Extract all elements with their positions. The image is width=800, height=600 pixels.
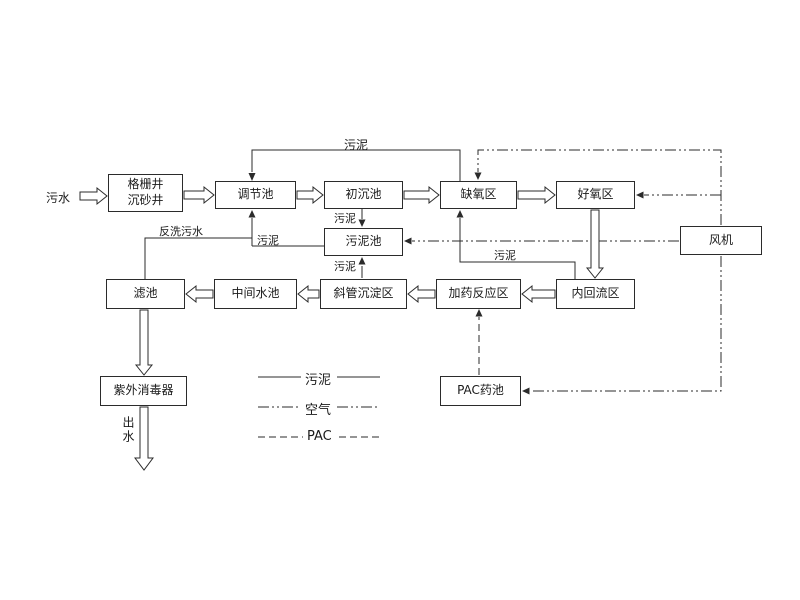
arrow-filter-to-uv bbox=[134, 309, 154, 376]
line-sludge-anoxic-to-regulating bbox=[251, 149, 461, 181]
box-pac-tank: PAC药池 bbox=[440, 376, 521, 406]
legend-label-sludge: 污泥 bbox=[305, 373, 332, 388]
label-sludge-top: 污泥 bbox=[344, 138, 369, 152]
hollow-flow-arrows bbox=[79, 185, 605, 471]
box-aerobic-zone: 好氧区 bbox=[556, 181, 635, 209]
label-influent: 污水 bbox=[46, 191, 71, 205]
arrow-gridwell-to-regulating bbox=[183, 185, 215, 205]
box-dosing-reaction: 加药反应区 bbox=[436, 279, 521, 309]
arrowhead-into-sludgetank-bottom bbox=[358, 257, 366, 265]
arrowhead-into-sludgetank-top bbox=[358, 219, 366, 227]
arrowhead-air-into-aerobic bbox=[636, 191, 644, 199]
box-anoxic-zone: 缺氧区 bbox=[440, 181, 517, 209]
box-inclined-tube-sedimentation: 斜管沉淀区 bbox=[320, 279, 407, 309]
arrowheads bbox=[248, 172, 644, 395]
arrow-internalrecycle-to-dosing bbox=[521, 284, 556, 304]
label-sludge-supernatant: 污泥 bbox=[257, 234, 279, 247]
arrowhead-pac-into-dosing bbox=[475, 309, 483, 317]
box-sludge-tank: 污泥池 bbox=[324, 228, 403, 256]
solid-sludge-lines bbox=[144, 149, 576, 279]
line-air-blower-to-pactank bbox=[530, 256, 722, 392]
arrow-influent-to-gridwell bbox=[79, 186, 108, 206]
line-sludge-recycle-to-anoxic bbox=[459, 218, 576, 279]
arrow-primary-to-anoxic bbox=[403, 185, 440, 205]
legend-lines bbox=[258, 376, 380, 438]
label-backwash: 反洗污水 bbox=[159, 225, 203, 238]
legend-label-pac: PAC bbox=[307, 429, 332, 444]
box-intermediate-tank: 中间水池 bbox=[214, 279, 297, 309]
label-sludge-inclined: 污泥 bbox=[334, 260, 356, 273]
box-grid-well-line2: 沉砂井 bbox=[127, 193, 164, 207]
arrowhead-air-into-pactank bbox=[522, 387, 530, 395]
arrow-intermediate-to-filter bbox=[185, 284, 214, 304]
air-lines bbox=[412, 149, 722, 392]
box-filter-tank: 滤池 bbox=[106, 279, 185, 309]
arrowhead-into-regulating-top bbox=[248, 173, 256, 181]
box-grid-well-text: 格栅井 沉砂井 bbox=[127, 177, 163, 208]
arrowhead-air-into-anoxic bbox=[474, 172, 482, 180]
arrowhead-into-anoxic-bottom bbox=[456, 210, 464, 218]
line-backwash-filter-to-regulating bbox=[144, 237, 252, 279]
label-effluent: 出水 bbox=[121, 416, 135, 444]
arrow-dosing-to-inclined bbox=[407, 284, 436, 304]
arrowhead-air-into-sludgetank bbox=[404, 237, 412, 245]
arrow-aerobic-to-internalrecycle bbox=[585, 209, 605, 279]
line-air-blower-to-anoxic bbox=[477, 149, 722, 225]
label-sludge-primary: 污泥 bbox=[334, 212, 356, 225]
arrow-anoxic-to-aerobic bbox=[517, 185, 556, 205]
arrow-inclined-to-intermediate bbox=[297, 284, 320, 304]
arrow-regulating-to-primary bbox=[296, 185, 324, 205]
box-regulating-tank: 调节池 bbox=[215, 181, 296, 209]
box-uv-disinfector: 紫外消毒器 bbox=[100, 376, 187, 406]
box-primary-sedimentation: 初沉池 bbox=[324, 181, 403, 209]
line-sludgetank-supernatant-to-regulating bbox=[251, 218, 324, 247]
arrowhead-into-regulating-bottom bbox=[248, 210, 256, 218]
label-sludge-recycle: 污泥 bbox=[494, 249, 516, 262]
box-internal-recycle: 内回流区 bbox=[556, 279, 635, 309]
legend-label-air: 空气 bbox=[305, 403, 332, 418]
box-grid-well: 格栅井 沉砂井 bbox=[108, 174, 183, 212]
arrow-uv-to-effluent bbox=[134, 406, 154, 471]
box-blower: 风机 bbox=[680, 226, 762, 255]
box-grid-well-line1: 格栅井 bbox=[127, 177, 164, 192]
